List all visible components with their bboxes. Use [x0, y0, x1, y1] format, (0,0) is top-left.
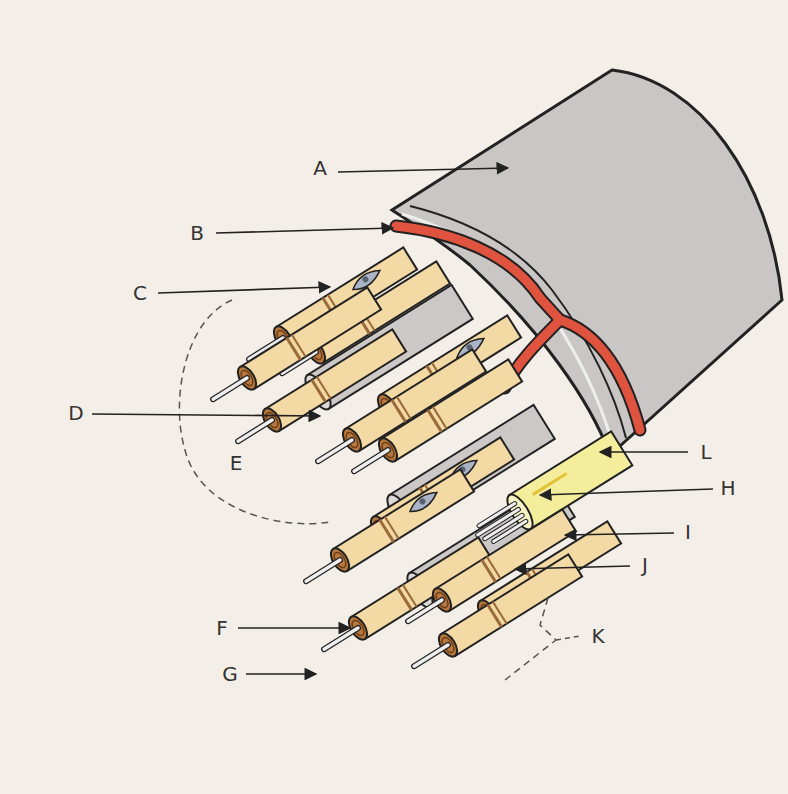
callout-letter: G [222, 664, 238, 684]
callout-letter: D [68, 403, 83, 423]
callout-letter: E [230, 453, 243, 473]
callout-letter: C [133, 283, 147, 303]
callout-letter: L [700, 442, 711, 462]
callout-letter: H [720, 478, 735, 498]
callout-letter: B [190, 223, 204, 243]
callout-letter: I [685, 522, 691, 542]
callout-letter: J [642, 555, 648, 575]
callout-letter: A [313, 158, 327, 178]
callout-letter: F [216, 618, 228, 638]
callout-letter: K [591, 626, 604, 646]
